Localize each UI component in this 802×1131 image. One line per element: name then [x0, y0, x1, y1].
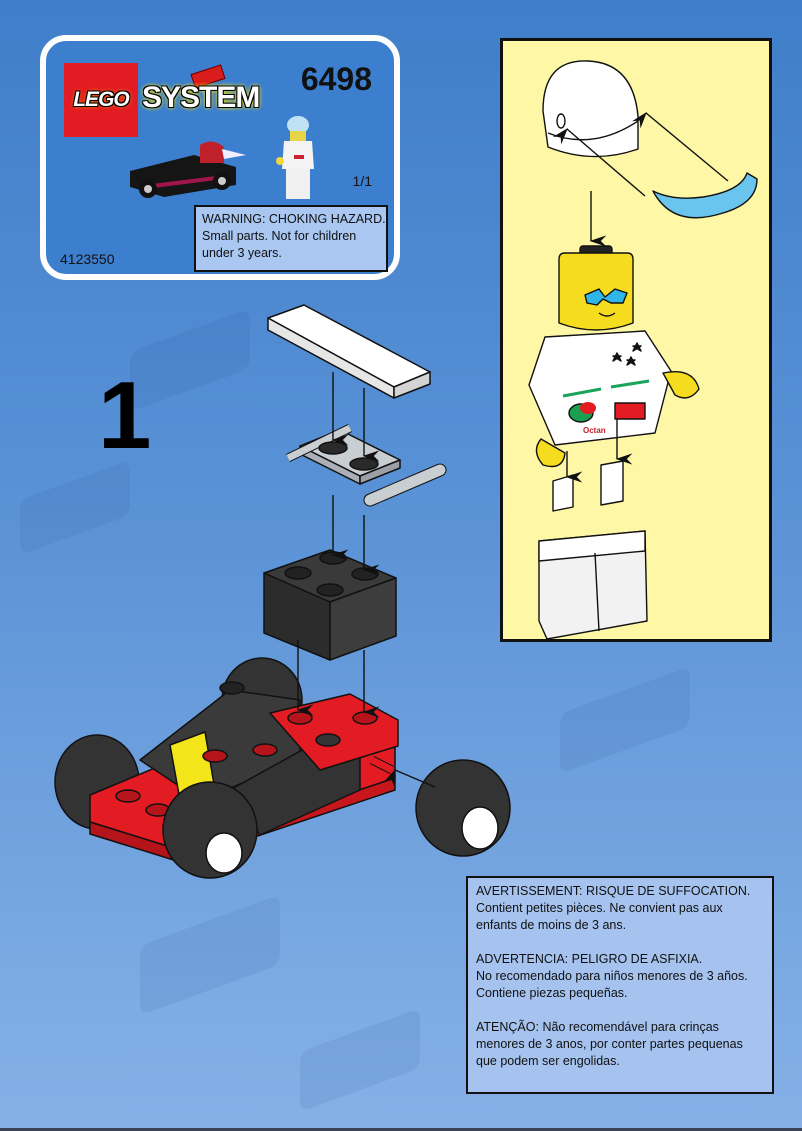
set-number: 6498: [300, 61, 372, 97]
system-logo: SYSTEM: [142, 81, 260, 114]
gray-plate-with-bar-part: [286, 423, 447, 507]
warning-line: ATENÇÃO: Não recomendável para crinças: [476, 1020, 719, 1034]
minifig-head-part: [558, 245, 634, 331]
helmet-part: [542, 60, 639, 158]
warning-line: Small parts. Not for children: [202, 229, 357, 243]
warning-french: AVERTISSEMENT: RISQUE DE SUFFOCATION. Co…: [476, 883, 764, 934]
minifigure-assembly-panel: Octan: [500, 38, 772, 642]
white-tile-part: [267, 304, 431, 399]
page-indicator: 1/1: [352, 173, 372, 189]
warning-line: WARNING: CHOKING HAZARD.: [202, 212, 386, 226]
product-photo-minifigure: [276, 116, 314, 199]
catalog-number: 4123550: [60, 251, 115, 267]
octan-logo-text: Octan: [583, 426, 606, 435]
step-number: 1: [98, 362, 152, 469]
choking-hazard-warning: WARNING: CHOKING HAZARD. Small parts. No…: [194, 205, 388, 272]
loose-wheel-part: [415, 759, 511, 857]
go-kart-assembly: [54, 657, 399, 879]
multilingual-warning: AVERTISSEMENT: RISQUE DE SUFFOCATION. Co…: [466, 876, 774, 1094]
warning-line: AVERTISSEMENT: RISQUE DE SUFFOCATION.: [476, 884, 751, 898]
set-info-card: LEGO SYSTEM 6498 1/1 4123550 WARNING: CH…: [40, 35, 400, 280]
warning-line: Contiene piezas pequeñas.: [476, 986, 628, 1000]
lego-logo-text: LEGO: [73, 88, 130, 111]
minifig-legs-part: [538, 460, 648, 640]
black-brick-2x2-part: [263, 549, 397, 661]
warning-portuguese: ATENÇÃO: Não recomendável para crinças m…: [476, 1019, 764, 1070]
assembly-arrows: [296, 372, 436, 788]
warning-line: menores de 3 anos, por conter partes peq…: [476, 1037, 743, 1051]
product-photo-kart: [130, 141, 246, 198]
page-bottom-edge: [0, 1128, 802, 1131]
minifig-torso-part: [528, 330, 700, 468]
visor-part: [652, 172, 758, 219]
warning-line: No recomendado para niños menores de 3 a…: [476, 969, 748, 983]
warning-line: ADVERTENCIA: PELIGRO DE ASFIXIA.: [476, 952, 703, 966]
warning-line: enfants de moins de 3 ans.: [476, 918, 627, 932]
warning-line: que podem ser engolidas.: [476, 1054, 620, 1068]
minifigure-arrows: [552, 111, 729, 483]
lego-logo: LEGO: [64, 63, 138, 137]
warning-spanish: ADVERTENCIA: PELIGRO DE ASFIXIA. No reco…: [476, 951, 764, 1002]
warning-line: Contient petites pièces. Ne convient pas…: [476, 901, 723, 915]
minifigure-diagram: Octan: [528, 60, 758, 640]
warning-line: under 3 years.: [202, 246, 282, 260]
